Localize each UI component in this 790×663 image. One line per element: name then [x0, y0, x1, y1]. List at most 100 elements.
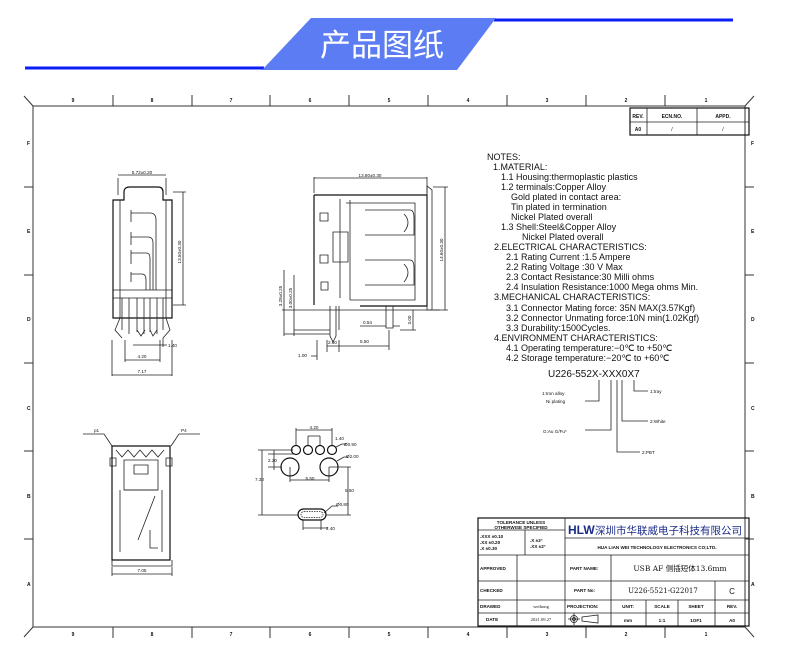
scale-label: SCALE: [654, 604, 670, 609]
pcb-footprint: 4.20 1.40 Ø0.90 Ø2.00 2.20 7.30 5.50 5.5…: [255, 425, 359, 531]
dim-label: 7.17: [138, 369, 147, 374]
column-label: 7: [230, 98, 233, 104]
row-label: D: [27, 317, 31, 323]
notes-line: Tin plated in termination: [511, 202, 607, 212]
notes-line: 4.1 Operating temperature:−0℃ to +50℃: [506, 343, 672, 353]
revision-block: REV. ECN.NO. APPD. A0 / /: [629, 107, 750, 136]
appd-value: /: [722, 127, 724, 133]
column-label: 6: [309, 632, 312, 638]
notes-line: NOTES:: [487, 152, 521, 162]
notes-line: 3.2 Connector Unmating force:10N min(1.0…: [506, 313, 699, 323]
frame-border: [32, 105, 746, 628]
company-name-cn: 深圳市华联威电子科技有限公司: [595, 524, 742, 537]
dim-label: 2.40: [326, 526, 335, 531]
dim-label: 5.50: [306, 476, 315, 481]
dim-label: Ø2.00: [346, 454, 359, 459]
tolerance-angular: .XX ±2°: [530, 544, 546, 549]
part-no-label: PART No:: [574, 588, 596, 593]
dim-label: 0.54: [363, 320, 372, 325]
tolerance-title: OTHERWISE SPECIFIED: [494, 525, 548, 530]
dim-label: 3.00±0.25: [288, 287, 293, 308]
notes-line: 4.ENVIRONMENT CHARACTERISTICS:: [494, 333, 658, 343]
notes-line: 2.4 Insulation Resistance:1000 Mega ohms…: [506, 282, 698, 292]
unit-label: UNIT:: [622, 604, 634, 609]
notes-line: 1.2 terminals:Copper Alloy: [501, 182, 607, 192]
bottom-view: p1 P4 7.05: [83, 428, 200, 576]
dim-label: 5.72±0.20: [132, 170, 153, 175]
dim-label: 2.60: [328, 340, 337, 345]
part-no-value: U226-5521-G22017: [628, 587, 698, 595]
code-option: Ni plating: [546, 399, 566, 404]
banner-shape: [262, 18, 496, 70]
drawed-value: weihong: [533, 604, 550, 609]
dim-label: Ø0.90: [344, 442, 357, 447]
row-labels: F E D C B A F E D C B A: [27, 141, 755, 588]
tolerance-linear: .X ±0.30: [480, 546, 498, 551]
pin-label-p4: P4: [181, 428, 187, 433]
column-label: 9: [72, 632, 75, 638]
column-label: 2: [625, 632, 628, 638]
projection-symbol-icon: [568, 613, 599, 625]
notes-line: Gold plated in contact area:: [511, 192, 621, 202]
column-label: 4: [467, 98, 470, 104]
ecn-value: /: [671, 127, 673, 133]
dim-label: 14.60±0.30: [439, 238, 444, 261]
rev-value: A0: [635, 127, 642, 133]
column-label: 3: [546, 632, 549, 638]
dim-label: Ø0.80: [336, 502, 349, 507]
notes-line: Nickel Plated overall: [511, 212, 593, 222]
date-label: DATE: [486, 617, 498, 622]
part-no-rev: C: [729, 587, 735, 596]
notes-line: 1.MATERIAL:: [493, 162, 547, 172]
tolerance-angular: .X ±3°: [530, 538, 543, 543]
dim-label: 13.80±0.30: [359, 173, 382, 178]
tolerance-title: TOLERANCE UNLESS: [497, 520, 545, 525]
checked-label: CHECKED: [480, 588, 503, 593]
banner: 产品图纸: [25, 18, 733, 70]
column-labels-top: 9 8 7 6 5 4 3 2 1: [72, 98, 708, 104]
column-label: 8: [151, 632, 154, 638]
dim-label: 7.30: [255, 477, 264, 482]
row-label: A: [751, 582, 755, 588]
sheet-value: 1OF1: [690, 618, 702, 623]
column-label: 6: [309, 98, 312, 104]
appd-header: APPD.: [715, 114, 731, 120]
code-option: 2:White: [650, 419, 666, 424]
code-option: G:Au G/Fu*: [543, 429, 567, 434]
code-option: 1:tray: [650, 389, 662, 394]
dim-label: 7.05: [138, 568, 147, 573]
sheet-label: SHEET: [688, 604, 704, 609]
company-logo: HLW: [568, 523, 595, 537]
part-name-value: USB AF 侧插短体13.6mm: [633, 563, 726, 573]
column-label: 7: [230, 632, 233, 638]
notes-line: 2.2 Rating Voltage :30 V Max: [506, 262, 623, 272]
notes-line: 3.3 Durability:1500Cycles.: [506, 323, 611, 333]
notes: NOTES: 1.MATERIAL: 1.1 Housing:thermopla…: [487, 152, 699, 363]
row-label: B: [751, 494, 755, 500]
row-label: A: [27, 582, 31, 588]
rev-header: REV.: [632, 114, 644, 120]
part-name-label: PART NAME:: [570, 566, 599, 571]
notes-line: 1.1 Housing:thermoplastic plastics: [501, 172, 638, 182]
row-label: B: [27, 494, 31, 500]
notes-line: 2.ELECTRICAL CHARACTERISTICS:: [494, 242, 647, 252]
row-label: C: [751, 406, 755, 412]
column-label: 2: [625, 98, 628, 104]
part-code: U226-552X-XXX0X7: [548, 369, 640, 380]
row-label: F: [27, 141, 30, 147]
dim-label: 4.20: [310, 425, 319, 430]
dim-label: 1.40: [335, 436, 344, 441]
frame: [23, 95, 755, 638]
row-label: C: [27, 406, 31, 412]
tolerance-linear: .XX ±0.20: [480, 540, 501, 545]
notes-line: 2.1 Rating Current :1.5 Ampere: [506, 252, 631, 262]
projection-label: PROJECTION:: [567, 604, 599, 609]
dim-label: 2.20: [268, 458, 277, 463]
column-label: 9: [72, 98, 75, 104]
row-label: E: [751, 229, 755, 235]
dim-label: 1.00: [298, 353, 307, 358]
notes-line: 2.3 Contact Resistance:30 Milli ohms: [506, 272, 655, 282]
column-labels-bottom: 9 8 7 6 5 4 3 2 1: [72, 632, 708, 638]
front-view: 5.72±0.20 13.50±0.30 1.40 4.20 7.17: [111, 170, 186, 376]
side-view: 13.80±0.30 14.60±0.30 3.28±0.25 3.00±0.2…: [278, 173, 448, 360]
